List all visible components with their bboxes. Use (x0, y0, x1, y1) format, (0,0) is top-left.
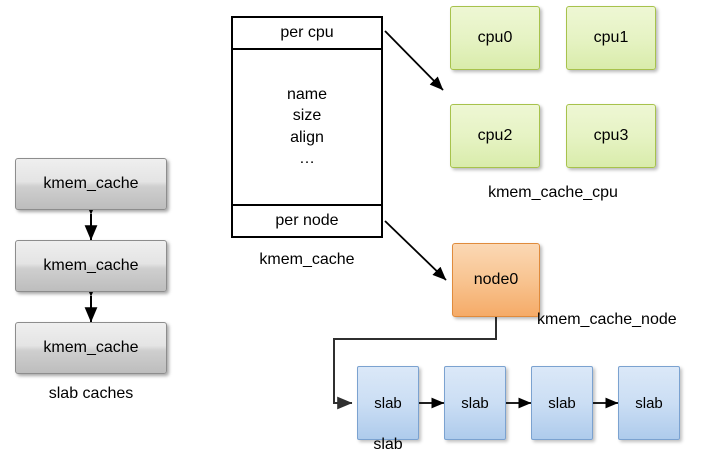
per-cpu-arrow (384, 30, 444, 91)
cpu0-box[interactable]: cpu0 (450, 6, 540, 70)
kmem-cache-box-3[interactable]: kmem_cache (15, 322, 167, 374)
slab-caches-caption: slab caches (48, 385, 134, 402)
node0-label: node0 (473, 271, 519, 288)
per-cpu-row[interactable]: per cpu (233, 18, 381, 50)
kmem-cache-struct-box[interactable]: per cpu name size align … per node (231, 16, 383, 238)
field-name: name (286, 85, 328, 103)
slab-list-caption: slab (373, 436, 403, 453)
kmem-cache-box-1[interactable]: kmem_cache (15, 158, 167, 210)
field-size: size (292, 107, 322, 125)
cpu0-label: cpu0 (477, 29, 513, 46)
field-ellipsis: … (299, 149, 315, 167)
kmem-cache-node-caption: kmem_cache_node (537, 311, 677, 328)
slab-box-1-label: slab (374, 394, 402, 412)
slab-box-2-label: slab (461, 394, 489, 412)
kmem-cache-fields: name size align … (233, 50, 381, 204)
kmem-cache-box-1-label: kmem_cache (43, 175, 139, 192)
kmem-cache-cpu-caption: kmem_cache_cpu (488, 184, 618, 201)
slab-box-2[interactable]: slab (444, 366, 506, 440)
kmem-cache-box-3-label: kmem_cache (43, 339, 139, 356)
per-node-label: per node (275, 212, 339, 229)
node0-box[interactable]: node0 (452, 243, 540, 317)
per-cpu-label: per cpu (280, 24, 334, 41)
slab-box-3[interactable]: slab (531, 366, 593, 440)
kmem-cache-struct-caption: kmem_cache (259, 251, 355, 268)
cpu2-label: cpu2 (477, 127, 513, 144)
cpu3-label: cpu3 (593, 127, 629, 144)
kmem-cache-box-2-label: kmem_cache (43, 257, 139, 274)
slab-box-3-label: slab (548, 394, 576, 412)
slab-box-4[interactable]: slab (618, 366, 680, 440)
cpu1-label: cpu1 (593, 29, 629, 46)
per-node-arrow (384, 220, 447, 281)
field-align: align (290, 128, 324, 146)
slab-box-4-label: slab (635, 394, 663, 412)
cpu3-box[interactable]: cpu3 (566, 104, 656, 168)
cpu2-box[interactable]: cpu2 (450, 104, 540, 168)
slab-box-1[interactable]: slab (357, 366, 419, 440)
kmem-cache-box-2[interactable]: kmem_cache (15, 240, 167, 292)
cpu1-box[interactable]: cpu1 (566, 6, 656, 70)
per-node-row[interactable]: per node (233, 204, 381, 236)
